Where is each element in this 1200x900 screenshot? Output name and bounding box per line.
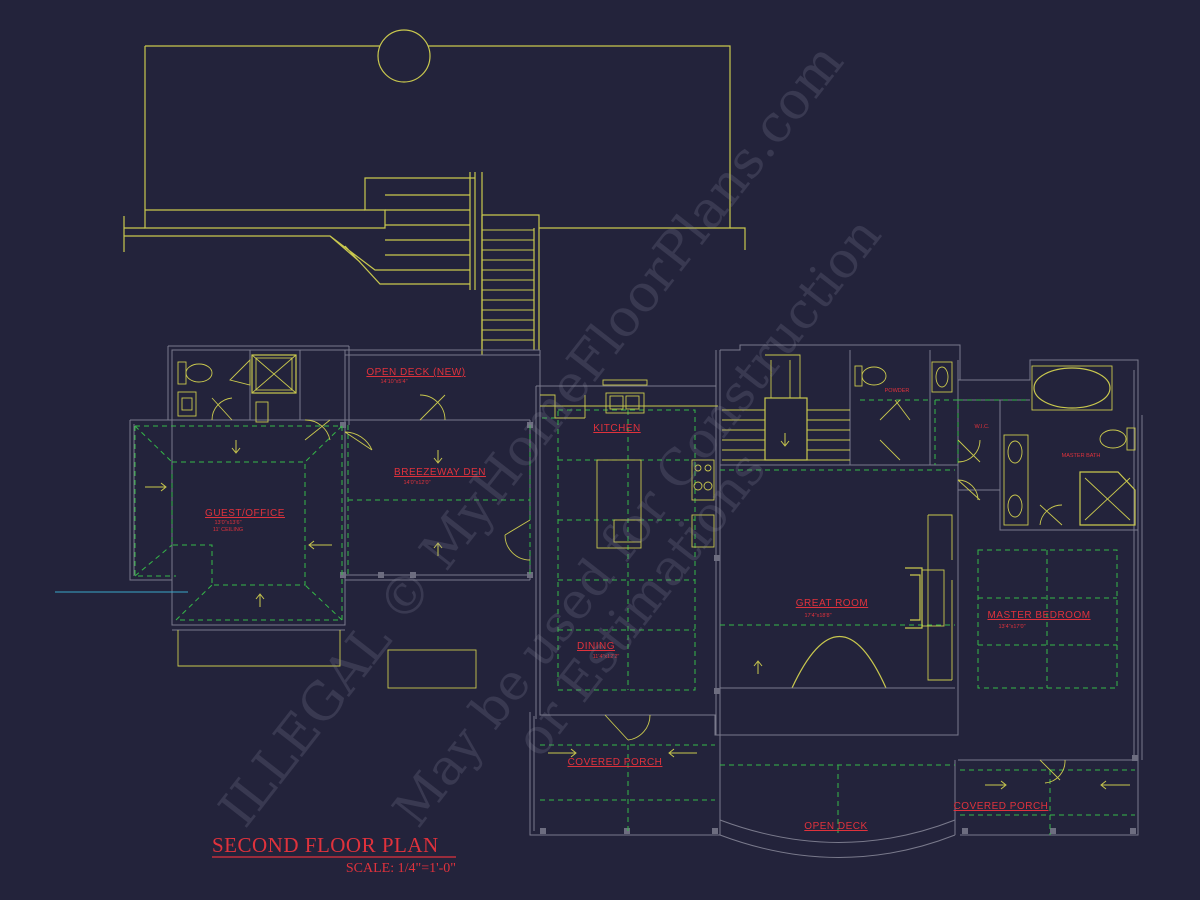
room-label-open-deck-new: OPEN DECK (NEW) bbox=[366, 367, 465, 378]
upper-deck-outline bbox=[123, 29, 746, 355]
room-dim-open-deck-new: 14'10"x5'4" bbox=[380, 379, 407, 385]
room-label-master-bedroom: MASTER BEDROOM bbox=[987, 610, 1090, 621]
room-note-guest-office: 11' CEILING bbox=[213, 527, 243, 533]
doors bbox=[211, 394, 1066, 784]
room-label-breezeway-den: BREEZEWAY DEN bbox=[394, 467, 486, 478]
ceiling-lines bbox=[134, 399, 1135, 835]
room-label-master-bath: MASTER BATH bbox=[1062, 453, 1101, 459]
room-dim-breezeway-den: 14'0"x12'0" bbox=[403, 480, 430, 486]
title-block: SECOND FLOOR PLAN SCALE: 1/4"=1'-0" bbox=[212, 833, 456, 876]
wall-columns bbox=[340, 422, 1138, 834]
room-label-guest-office: GUEST/OFFICE bbox=[205, 508, 285, 519]
exterior-stair bbox=[481, 214, 540, 350]
room-label-covered-porch-right: COVERED PORCH bbox=[954, 801, 1049, 812]
room-label-great-room: GREAT ROOM bbox=[796, 598, 868, 609]
room-label-dining: DINING bbox=[577, 641, 615, 652]
site-elements bbox=[55, 591, 477, 689]
room-dim-great-room: 17'4"x18'8" bbox=[804, 613, 831, 619]
fixtures bbox=[177, 354, 1136, 689]
room-dim-dining: 11'4"x12'2" bbox=[593, 654, 620, 660]
room-label-open-deck: OPEN DECK bbox=[804, 821, 867, 832]
room-label-kitchen: KITCHEN bbox=[593, 423, 640, 434]
plan-scale: SCALE: 1/4"=1'-0" bbox=[346, 861, 456, 876]
room-dim-guest-office: 13'0"x13'6" bbox=[214, 520, 241, 526]
room-label-covered-porch-left: COVERED PORCH bbox=[568, 757, 663, 768]
room-dim-master-bedroom: 13'4"x17'0" bbox=[998, 624, 1025, 630]
room-label-powder: POWDER bbox=[885, 388, 910, 394]
plan-title: SECOND FLOOR PLAN bbox=[212, 833, 439, 857]
room-label-wic: W.I.C. bbox=[975, 424, 990, 430]
direction-arrows bbox=[145, 433, 1130, 790]
